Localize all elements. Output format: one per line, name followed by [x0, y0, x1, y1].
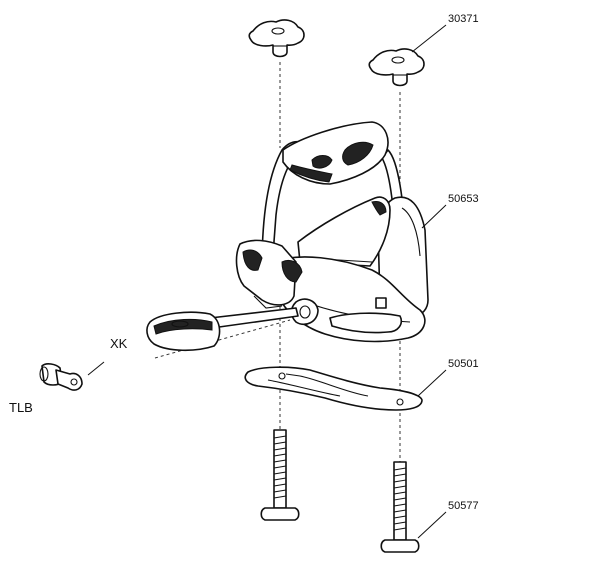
assembly-axis-key: [154, 319, 291, 359]
label-frame: 50653: [448, 193, 479, 205]
bolt-right: [380, 461, 420, 553]
frame-assembly: [235, 121, 429, 343]
label-knob: 30371: [448, 13, 479, 25]
leader-key: [87, 361, 105, 376]
leader-lines: [411, 24, 447, 539]
bolt-left: [260, 429, 300, 521]
label-bolt: 50577: [448, 500, 479, 512]
knob-right: [368, 48, 425, 87]
label-lock-cylinder: TLB: [9, 400, 33, 415]
label-plate: 50501: [448, 358, 479, 370]
lever-handle: [146, 307, 299, 352]
base-plate: [244, 366, 423, 411]
label-key: XK: [110, 336, 128, 351]
knob-left: [248, 19, 305, 58]
lock-cylinder: [39, 363, 83, 391]
bolt-left-thread: [273, 435, 287, 499]
bolt-right-thread: [393, 467, 407, 531]
